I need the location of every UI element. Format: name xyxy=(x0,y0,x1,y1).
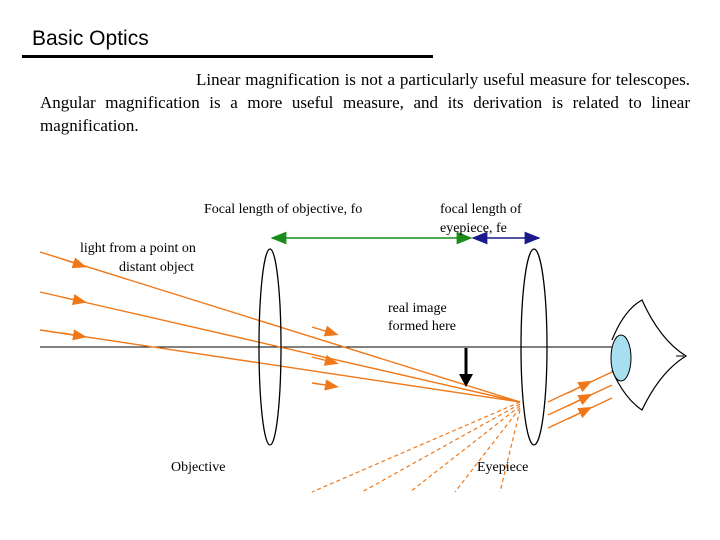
intro-paragraph: Linear magnification is not a particular… xyxy=(40,70,690,135)
eyepiece-focal-length-label-line1: focal length of xyxy=(440,202,522,217)
eyepiece-lens xyxy=(520,248,548,446)
eyepiece-focal-length-label-line2: eyepiece, fe xyxy=(440,221,507,236)
incoming-ray-middle xyxy=(39,291,521,403)
eye-icon xyxy=(610,299,688,411)
incoming-ray-lower xyxy=(39,329,521,403)
title-underline xyxy=(22,55,433,58)
eyepiece-exit-dashed-rays xyxy=(311,401,521,493)
incoming-ray-upper xyxy=(39,251,521,403)
objective-focal-length-label: Focal length of objective, fo xyxy=(204,202,362,217)
real-image-arrow xyxy=(459,348,473,387)
real-image-label-line1: real image xyxy=(388,301,447,316)
light-source-label-line1: light from a point on xyxy=(80,241,196,256)
light-source-label-line2: distant object xyxy=(119,260,194,275)
eyepiece-label: Eyepiece xyxy=(477,460,528,475)
objective-label: Objective xyxy=(171,460,225,475)
real-image-label-line2: formed here xyxy=(388,319,456,334)
page-title: Basic Optics xyxy=(32,27,149,50)
objective-lens xyxy=(258,248,282,446)
incoming-rays xyxy=(39,251,521,403)
rays-to-eye xyxy=(547,371,613,429)
incoming-ray-arrows xyxy=(61,257,339,391)
